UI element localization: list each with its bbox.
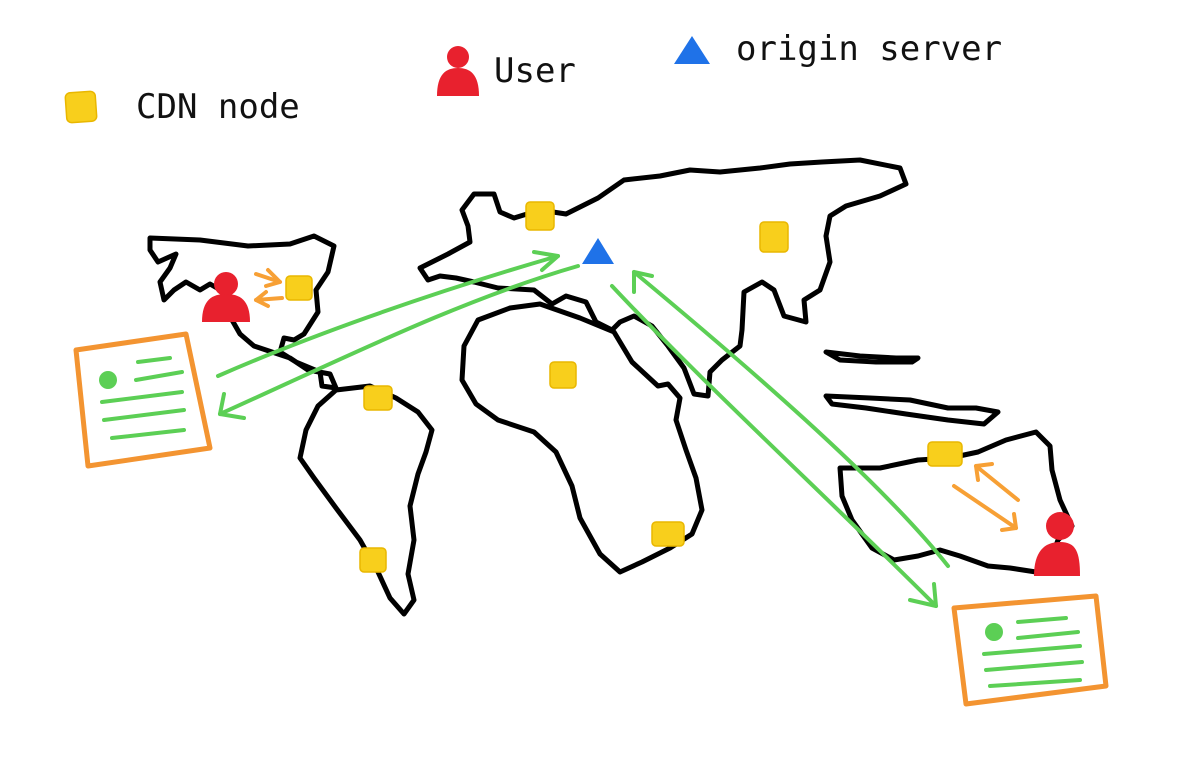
web-page-americas-avatar [99,371,117,389]
cdn-node-australia [927,441,963,467]
arrow-au-user-to-cdn [974,464,1020,502]
legend-user-label: User [494,51,576,91]
cdn-node-south-america [359,547,387,573]
legend-origin-server-label: origin server [736,29,1002,69]
web-page-americas-frame [73,331,213,469]
web-page-americas [73,331,213,469]
web-page-americas-line-2 [134,370,184,382]
web-page-americas-line-3 [100,390,184,404]
web-page-australia-line-2 [1016,630,1080,640]
arrow-australia-to-origin-head [632,270,654,294]
web-page-australia-line-3 [982,644,1082,656]
cdn-node-europe [525,201,555,231]
origin-server-marker [582,238,614,264]
web-page-australia-avatar [985,623,1003,641]
user-north-america [202,272,250,322]
legend: CDN node User origin server [64,29,1002,127]
europe-asia-outline [417,157,909,399]
web-page-australia [951,593,1109,707]
web-page-australia-line-4 [984,660,1084,672]
arrow-us-cdn-to-user [254,296,284,302]
cdn-node-africa-north [549,361,577,389]
arrow-au-user-to-cdn-head [974,462,994,482]
south-america-outline [297,383,435,617]
arrow-australia-to-origin [632,270,950,568]
user-icon [437,46,479,96]
arrow-origin-to-australia [610,284,938,608]
arrow-americas-to-origin-head [532,250,560,272]
legend-user: User [437,46,576,96]
legend-origin-server: origin server [674,29,1002,69]
north-america-outline [147,233,339,391]
cdn-node-north-america [285,275,313,301]
cdn-node-africa-south [651,521,685,547]
arrow-au-cdn-to-user-head [1000,512,1018,532]
arrow-origin-to-australia-head [908,582,938,608]
web-page-americas-line-1 [136,356,172,364]
cdn-node-asia [759,221,789,253]
cdn-node-central-america [363,385,393,411]
cdn-node-icon [64,90,98,124]
green-arrows [216,250,950,608]
legend-cdn-node-label: CDN node [136,87,300,127]
web-page-americas-line-5 [110,428,186,440]
arrow-us-user-to-cdn-head [264,268,282,288]
arrow-us-cdn-to-user-head [254,290,270,308]
indonesia-lower-island-outline [823,393,1001,427]
arrow-au-cdn-to-user [952,484,1018,530]
arrow-origin-to-americas-head [218,392,246,420]
cdn-nodes [285,201,963,573]
arrow-americas-to-origin [216,254,560,378]
arrow-origin-to-americas [218,264,580,416]
legend-cdn-node: CDN node [64,87,300,127]
indonesia-island-outline [823,349,921,365]
africa-outline [459,301,705,575]
web-page-australia-line-1 [1016,616,1068,624]
user-australia [1034,512,1080,576]
web-page-americas-line-4 [102,408,186,422]
orange-arrows [254,268,1020,532]
web-page-australia-line-5 [988,678,1082,688]
origin-server-icon [674,36,710,64]
